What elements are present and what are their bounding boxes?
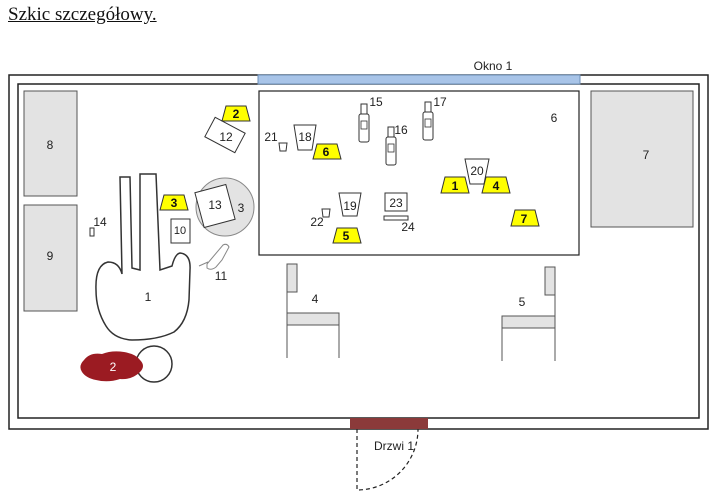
item-17-label: 17 [433,95,447,109]
window [257,74,581,85]
item-21-label: 21 [264,130,278,144]
chair-right-back [544,266,556,296]
plate-3-label: 3 [238,201,245,215]
item-12-shape [204,116,246,154]
item-18-label: 18 [298,130,312,144]
cabinet-bottom-left-label: 9 [47,249,54,263]
item-19-glass [338,192,362,217]
blood-label: 2 [110,360,117,374]
item-15-bottle [358,103,370,143]
door-swing-arc [356,428,419,491]
evidence-marker-5 [332,227,362,244]
table [258,90,580,256]
item-16-label: 16 [394,123,408,137]
item-13-shape [194,183,236,229]
evidence-marker-5-label: 5 [343,229,350,243]
blood-pool [80,351,143,382]
item-21-small-glass [278,142,288,152]
cabinet-bottom-left [23,204,78,312]
evidence-marker-7-label: 7 [521,212,528,226]
item-19-label: 19 [343,199,357,213]
item-22-small-glass [321,208,331,218]
evidence-marker-4 [481,176,511,194]
item-18-glass [293,124,317,151]
item-11-label: 11 [215,269,228,283]
evidence-marker-2-label: 2 [233,107,240,121]
cabinet-right-label: 7 [643,148,650,162]
body-outline [95,173,191,341]
cabinet-top-left-label: 8 [47,138,54,152]
item-20-label: 20 [470,164,484,178]
chair-right-label: 5 [519,295,526,309]
evidence-marker-1 [440,176,470,194]
table-label: 6 [551,111,558,125]
item-23-label: 23 [389,196,403,210]
item-24-label: 24 [401,220,415,234]
chair-right-seat [501,315,556,329]
page-title: Szkic szczegółowy. [8,4,157,25]
item-22-label: 22 [310,215,324,229]
item-15-label: 15 [369,95,383,109]
item-14-shape [89,227,95,237]
item-10-shape [170,218,191,244]
item-23-shape [384,192,408,212]
evidence-marker-4-label: 4 [493,179,500,193]
item-16-bottle [385,126,397,166]
item-14-label: 14 [93,215,107,229]
item-11-gun-shape [198,243,230,270]
evidence-marker-2 [221,105,251,122]
chair-left-label: 4 [312,292,319,306]
evidence-marker-3 [159,194,189,211]
evidence-marker-6 [312,143,342,160]
item-13-label: 13 [208,198,222,212]
chair-left-back [286,263,298,293]
item-12-label: 12 [219,130,233,144]
evidence-marker-1-label: 1 [452,179,459,193]
evidence-marker-6-label: 6 [323,145,330,159]
item-10-label: 10 [174,225,186,237]
chair-left-seat [286,312,340,326]
item-24-shape [383,215,409,221]
cabinet-right [590,90,694,228]
evidence-marker-3-label: 3 [171,196,178,210]
evidence-marker-7 [510,209,540,227]
window-label: Okno 1 [474,59,513,73]
cabinet-top-left [23,90,78,197]
item-17-bottle [422,101,434,141]
body-label: 1 [145,290,152,304]
door [350,418,428,429]
door-label: Drzwi 1 [374,439,414,453]
